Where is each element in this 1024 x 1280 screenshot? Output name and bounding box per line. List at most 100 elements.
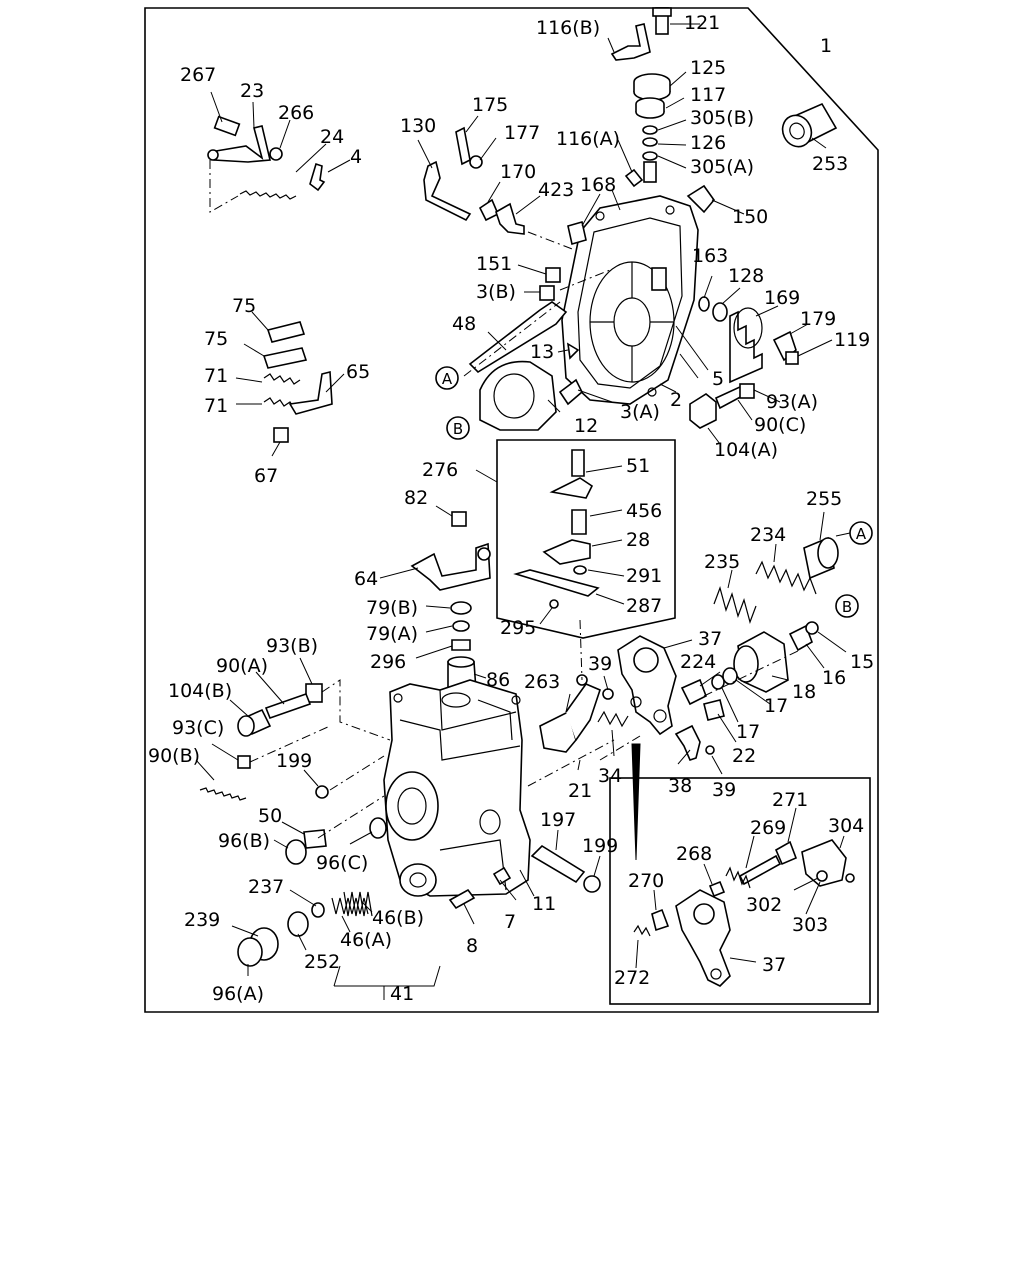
label-116b: 116(B): [536, 17, 600, 39]
bracket-64-group: [379, 505, 491, 691]
label-13: 13: [530, 341, 554, 363]
label-12: 12: [574, 415, 598, 437]
label-267: 267: [180, 64, 216, 86]
label-305b: 305(B): [690, 107, 754, 129]
label-17-lower: 17: [736, 721, 760, 743]
label-150: 150: [732, 206, 768, 228]
label-237: 237: [248, 876, 284, 898]
label-22: 22: [732, 745, 756, 767]
callout-b-right: B: [835, 594, 859, 618]
label-93a: 93(A): [766, 391, 818, 413]
label-252: 252: [304, 951, 340, 973]
label-48: 48: [452, 313, 476, 335]
plug-group-left: [273, 755, 387, 865]
label-37-detail: 37: [762, 954, 786, 976]
label-11: 11: [532, 893, 556, 915]
label-37-main: 37: [698, 628, 722, 650]
label-3a: 3(A): [620, 401, 660, 423]
label-96a: 96(A): [212, 983, 264, 1005]
label-270: 270: [628, 870, 664, 892]
bolt-168: [567, 220, 587, 246]
label-65: 65: [346, 361, 370, 383]
label-175: 175: [472, 94, 508, 116]
svg-text:A: A: [442, 370, 453, 388]
label-41: 41: [390, 983, 414, 1005]
label-71-lower: 71: [204, 395, 228, 417]
label-50: 50: [258, 805, 282, 827]
screw-90b: [195, 725, 331, 801]
label-39-lower: 39: [712, 779, 736, 801]
part-number-labels: 1 116(B) 121 125 117 305(B) 116(A) 126 3…: [148, 12, 874, 1005]
callout-b-top: B: [446, 416, 470, 440]
svg-text:A: A: [856, 525, 867, 543]
label-268: 268: [676, 843, 712, 865]
label-224: 224: [680, 651, 716, 673]
label-296: 296: [370, 651, 406, 673]
label-28: 28: [626, 529, 650, 551]
label-151: 151: [476, 253, 512, 275]
label-96c: 96(C): [316, 852, 368, 874]
spring-assembly-41: [231, 889, 441, 1000]
label-8: 8: [466, 935, 478, 957]
screw-90c-group: [679, 353, 781, 445]
label-21: 21: [568, 780, 592, 802]
label-90c: 90(C): [754, 414, 806, 436]
label-263: 263: [524, 671, 560, 693]
governor-housing: [561, 184, 745, 405]
lever-37: [617, 635, 693, 736]
label-7: 7: [504, 911, 516, 933]
label-255: 255: [806, 488, 842, 510]
label-18: 18: [792, 681, 816, 703]
label-272: 272: [614, 967, 650, 989]
label-119: 119: [834, 329, 870, 351]
label-96b: 96(B): [218, 830, 270, 852]
label-199-left: 199: [276, 750, 312, 772]
label-266: 266: [278, 102, 314, 124]
sleeve-253: [781, 102, 838, 149]
label-163: 163: [692, 245, 728, 267]
label-15: 15: [850, 651, 874, 673]
label-276: 276: [422, 459, 458, 481]
shaft-48-group: [463, 264, 611, 377]
governor-cover-stack: [607, 7, 700, 188]
label-456: 456: [626, 500, 662, 522]
callout-a-right: A: [849, 521, 873, 545]
label-93b: 93(B): [266, 635, 318, 657]
label-67: 67: [254, 465, 278, 487]
label-271: 271: [772, 789, 808, 811]
callout-a-top: A: [435, 366, 459, 390]
label-1: 1: [820, 35, 832, 57]
label-305a: 305(A): [690, 156, 754, 178]
label-269: 269: [750, 817, 786, 839]
label-34: 34: [598, 765, 622, 787]
inset-box-37-detail: [609, 777, 871, 1005]
label-24: 24: [320, 126, 344, 148]
svg-text:B: B: [842, 598, 852, 616]
label-23: 23: [240, 80, 264, 102]
throttle-linkage-group: [207, 91, 351, 213]
label-235: 235: [704, 551, 740, 573]
label-302: 302: [746, 894, 782, 916]
label-90b: 90(B): [148, 745, 200, 767]
bracket-12: [479, 360, 561, 431]
label-17-upper: 17: [764, 695, 788, 717]
adjust-screw-90a: [229, 657, 391, 741]
label-121: 121: [684, 12, 720, 34]
label-239: 239: [184, 909, 220, 931]
label-199-right: 199: [582, 835, 618, 857]
detail-37-parts: [633, 807, 855, 987]
diagram-frame: [144, 7, 879, 1013]
label-79b: 79(B): [366, 597, 418, 619]
detail-pointer: [631, 743, 641, 861]
label-2: 2: [670, 389, 682, 411]
label-170: 170: [500, 161, 536, 183]
label-4: 4: [350, 146, 362, 168]
label-287: 287: [626, 595, 662, 617]
label-39-upper: 39: [588, 653, 612, 675]
label-130: 130: [400, 115, 436, 137]
label-197: 197: [540, 809, 576, 831]
damper-group-18: [674, 621, 847, 761]
rod-197: [527, 739, 615, 893]
label-82: 82: [404, 487, 428, 509]
